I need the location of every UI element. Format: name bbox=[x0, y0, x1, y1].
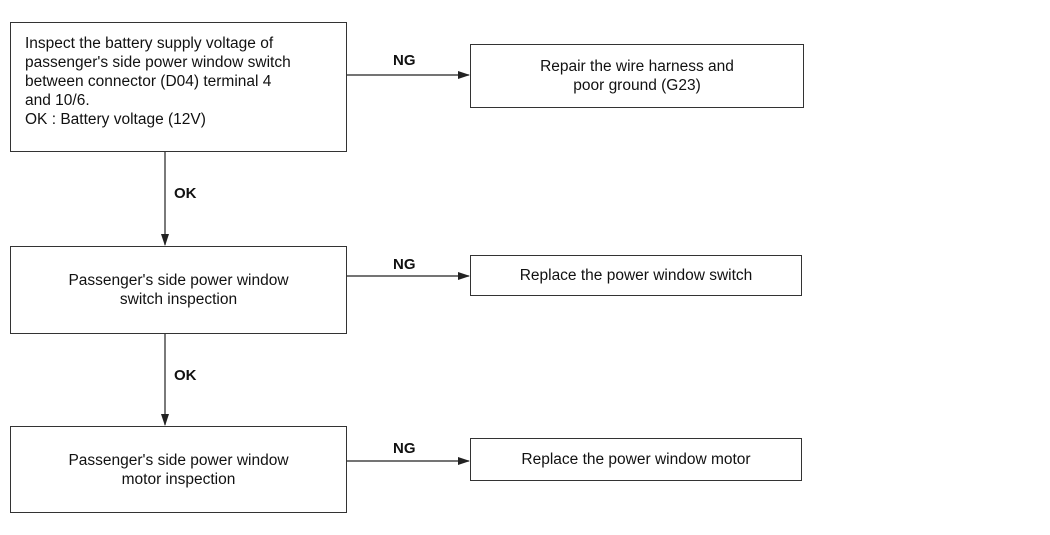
ok-label-1: OK bbox=[174, 185, 197, 202]
ok-label-2: OK bbox=[174, 367, 197, 384]
ng-label-1: NG bbox=[393, 52, 416, 69]
ng-label-2: NG bbox=[393, 256, 416, 273]
ng-action-1-line-1: Repair the wire harness and bbox=[540, 58, 734, 75]
step-1-text-line-5: OK : Battery voltage (12V) bbox=[25, 111, 206, 128]
step-2-text-line-1: Passenger's side power window bbox=[68, 272, 289, 289]
ng-action-3-line-1: Replace the power window motor bbox=[521, 451, 751, 468]
step-2-text-line-2: switch inspection bbox=[119, 291, 238, 308]
ng-label-3: NG bbox=[393, 440, 416, 457]
step-1-text-line-1: Inspect the battery supply voltage of bbox=[25, 35, 274, 52]
ng-action-2-line-1: Replace the power window switch bbox=[519, 267, 753, 284]
step-3-text-line-2: motor inspection bbox=[121, 470, 236, 488]
motor-inspection-box: Passenger's side power window motor insp… bbox=[10, 426, 347, 513]
step-3-text-line-1: Passenger's side power window bbox=[68, 451, 289, 469]
switch-inspection-box: Passenger's side power window switch ins… bbox=[10, 246, 347, 334]
step-1-text-line-4: and 10/6. bbox=[25, 92, 90, 109]
step-1-text-line-2: passenger's side power window switch bbox=[25, 54, 291, 71]
replace-switch-box: Replace the power window switch bbox=[470, 255, 802, 296]
replace-motor-box: Replace the power window motor bbox=[470, 438, 802, 481]
ng-action-1-line-2: poor ground (G23) bbox=[573, 77, 701, 94]
step-1-text-line-3: between connector (D04) terminal 4 bbox=[25, 73, 272, 90]
inspect-battery-voltage-box: Inspect the battery supply voltage of pa… bbox=[10, 22, 347, 152]
repair-wire-harness-box: Repair the wire harness and poor ground … bbox=[470, 44, 804, 108]
